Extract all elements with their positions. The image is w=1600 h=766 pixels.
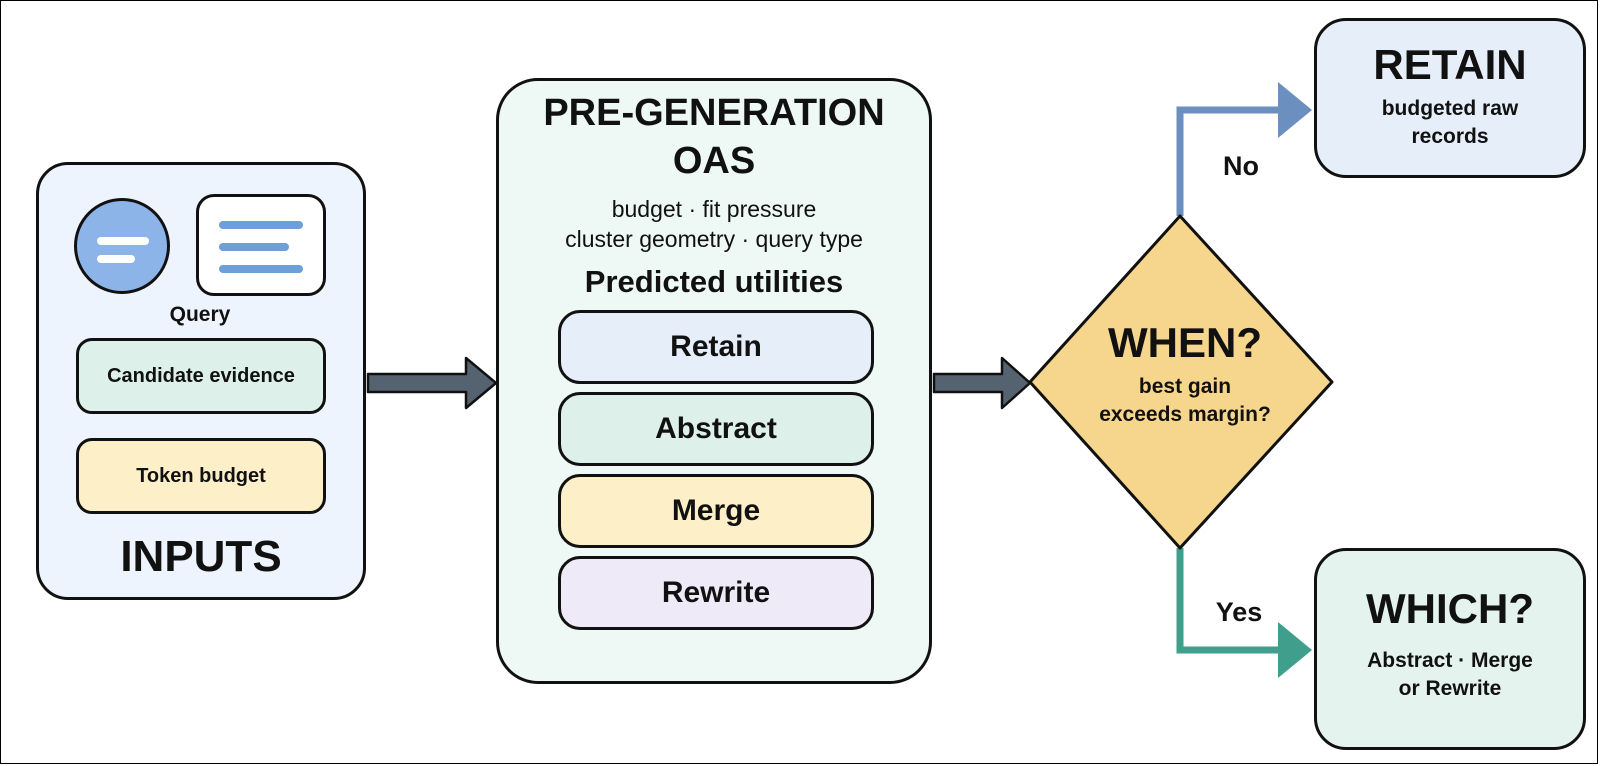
inputs-title: INPUTS [120,532,282,581]
predicted-utilities-title: Predicted utilities [584,264,844,299]
oas-to-decision-arrow [932,356,1032,410]
option-merge: Merge [558,474,874,548]
oas-subtitle-line2: cluster geometry · query type [565,225,863,252]
no-branch-arrowhead [1278,82,1312,138]
option-abstract: Abstract [558,392,874,466]
yes-branch-arrowhead [1278,622,1312,678]
retain-box [1314,18,1586,178]
retain-title: RETAIN [1373,41,1527,88]
doc-line-icon [219,243,289,251]
decision-title: WHEN? [1108,319,1262,366]
no-branch-line [1176,106,1282,216]
query-label: Query [169,303,231,326]
which-title: WHICH? [1366,585,1534,632]
option-rewrite: Rewrite [558,556,874,630]
decision-subtitle-line2: exceeds margin? [1099,403,1271,426]
query-avatar-icon [74,198,170,294]
retain-subtitle-line1: budgeted raw [1381,97,1519,120]
avatar-line-icon [97,255,135,263]
doc-line-icon [219,265,303,273]
candidate-evidence-box: Candidate evidence [76,338,326,414]
which-subtitle-line1: Abstract · Merge [1367,649,1533,672]
doc-line-icon [219,221,303,229]
token-budget-box: Token budget [76,438,326,514]
avatar-line-icon [97,237,149,245]
query-document-icon [196,194,326,296]
oas-title-line1: PRE-GENERATION [543,91,885,134]
inputs-to-oas-arrow [366,356,498,410]
no-branch-label: No [1223,150,1259,181]
retain-subtitle-line2: records [1411,125,1489,148]
yes-branch-label: Yes [1215,596,1263,627]
decision-subtitle-line1: best gain [1138,375,1232,398]
decision-diamond [1028,214,1334,550]
yes-branch-line [1176,548,1282,654]
option-retain: Retain [558,310,874,384]
oas-subtitle-line1: budget · fit pressure [611,195,817,222]
oas-title-line2: OAS [672,139,756,182]
which-box [1314,548,1586,750]
which-subtitle-line2: or Rewrite [1398,677,1502,700]
